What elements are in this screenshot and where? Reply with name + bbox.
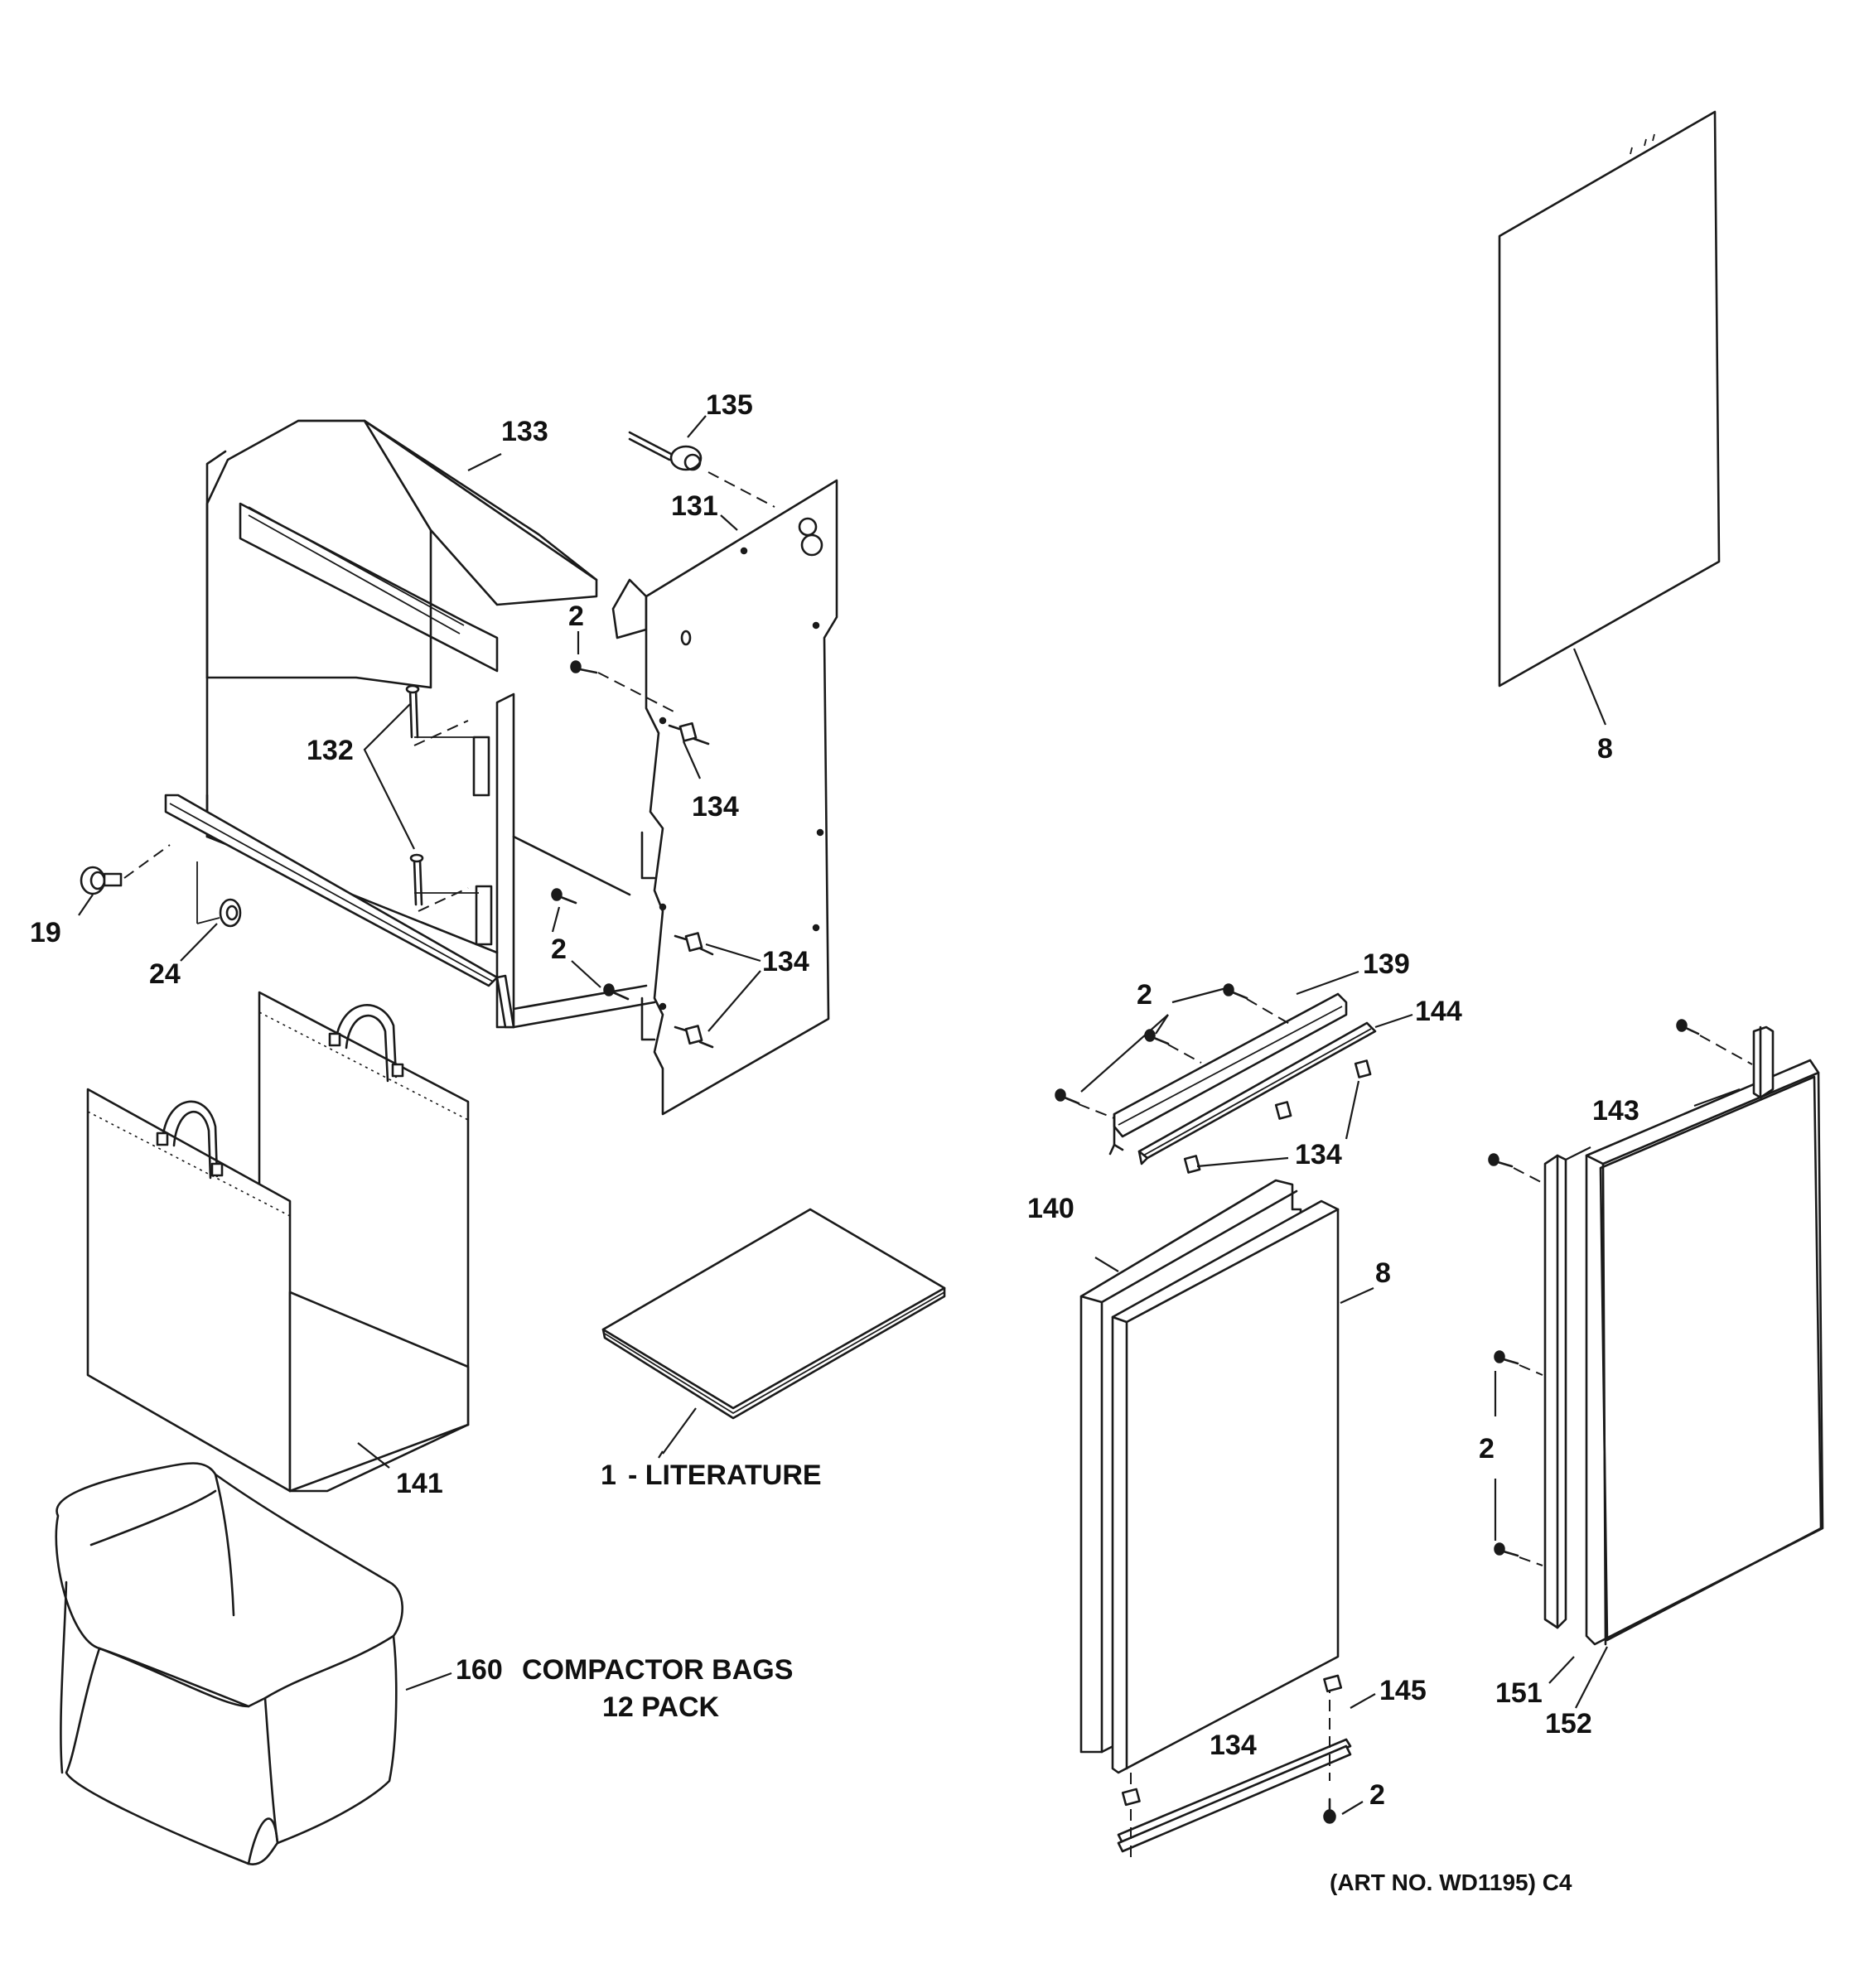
- label-152: 152: [1545, 1708, 1592, 1740]
- fasteners-panel: [551, 660, 714, 1049]
- nut-24: [196, 861, 242, 928]
- label-compactor-bags: COMPACTOR BAGS: [522, 1654, 793, 1686]
- side-trim-143: [1488, 1019, 1775, 1629]
- compactor-bag-160: [55, 1462, 452, 1865]
- label-134-c: 134: [1295, 1139, 1342, 1170]
- label-139: 139: [1363, 948, 1410, 980]
- label-144: 144: [1415, 996, 1462, 1027]
- knob-135: [628, 431, 775, 508]
- literature-1: [601, 1208, 946, 1459]
- top-trim-139-144: [1055, 983, 1377, 1174]
- label-160: 160: [456, 1654, 503, 1686]
- label-133: 133: [501, 416, 548, 447]
- label-132: 132: [307, 735, 354, 766]
- label-19: 19: [30, 917, 61, 948]
- label-140: 140: [1027, 1193, 1074, 1224]
- label-2-a: 2: [568, 601, 584, 632]
- label-134-a: 134: [692, 791, 739, 823]
- label-literature: - LITERATURE: [628, 1460, 822, 1491]
- label-2-c: 2: [1137, 979, 1152, 1011]
- label-151: 151: [1495, 1677, 1543, 1709]
- label-131: 131: [671, 490, 718, 522]
- label-134-d: 134: [1210, 1730, 1257, 1761]
- label-12-pack: 12 PACK: [602, 1691, 720, 1723]
- knob-19: [80, 844, 171, 895]
- panel-8-top: [1498, 110, 1721, 688]
- part-labels: 133 135 131 2 132 134 19 24 2 134 8 139 …: [30, 389, 1639, 1895]
- label-134-b: 134: [762, 946, 809, 977]
- label-2-b: 2: [551, 934, 567, 965]
- pins-132: [405, 684, 469, 912]
- label-24: 24: [149, 958, 181, 990]
- side-panel-131: [640, 479, 838, 1116]
- label-135: 135: [706, 389, 753, 421]
- door-140-8: [1079, 1179, 1374, 1774]
- label-8-b: 8: [1375, 1257, 1391, 1289]
- bag-caddy-141: [86, 991, 470, 1493]
- label-1: 1: [601, 1460, 616, 1491]
- side-door-151-152: [1585, 1059, 1824, 1646]
- label-145: 145: [1379, 1675, 1427, 1706]
- drawer-container-133: [164, 419, 656, 1029]
- label-141: 141: [396, 1468, 443, 1499]
- art-number: (ART NO. WD1195) C4: [1330, 1870, 1572, 1895]
- leader-lines: [78, 415, 1741, 1709]
- label-8-a: 8: [1597, 733, 1613, 765]
- label-143: 143: [1592, 1095, 1639, 1127]
- bottom-bracket-145: [1117, 1674, 1376, 1860]
- label-2-d: 2: [1479, 1433, 1495, 1464]
- label-2-e: 2: [1369, 1779, 1385, 1811]
